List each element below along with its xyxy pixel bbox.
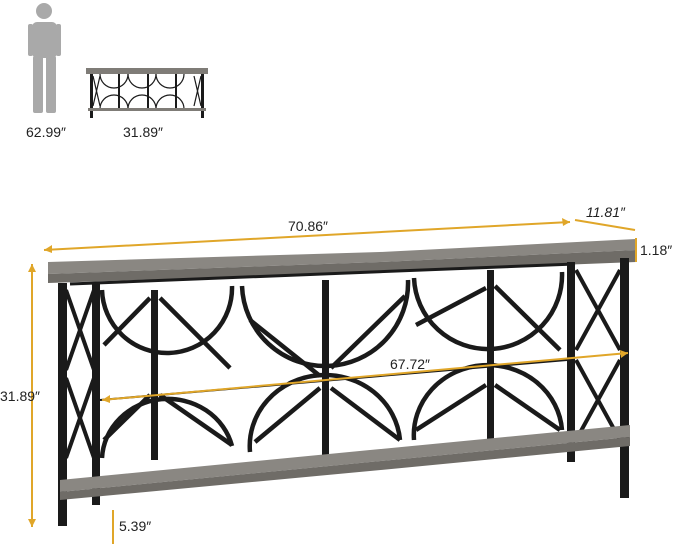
top-thickness-label: 1.18″	[640, 242, 673, 258]
inner-length-label: 67.72″	[390, 356, 430, 372]
table-thumbnail-height-label: 31.89″	[123, 124, 163, 140]
depth-dimension-label: 11.81″	[586, 204, 625, 220]
person-height-label: 62.99″	[26, 124, 66, 140]
dimension-lines	[28, 218, 637, 544]
length-dimension-label: 70.86″	[288, 218, 328, 234]
ground-clearance-label: 5.39″	[119, 518, 152, 534]
height-dimension-label: 31.89″	[0, 388, 40, 404]
person-silhouette-icon	[28, 3, 61, 113]
console-table-illustration	[48, 239, 636, 526]
table-thumbnail-icon	[86, 68, 208, 118]
